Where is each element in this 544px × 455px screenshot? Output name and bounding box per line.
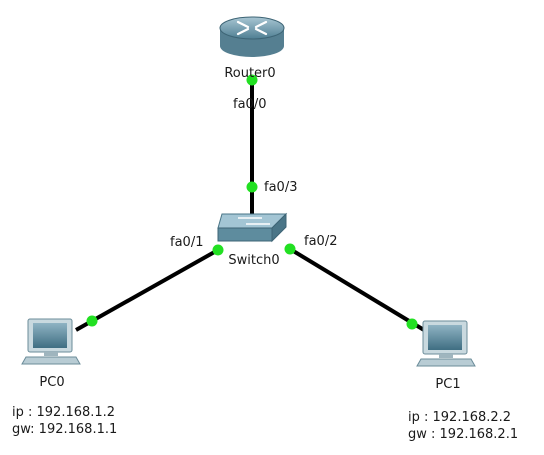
link-switch-pc0[interactable] [75, 248, 219, 332]
pc1-ip: ip : 192.168.2.2 [408, 410, 512, 425]
port-label-switch-fa0-3: fa0/3 [264, 180, 297, 195]
link-status-pc1 [406, 318, 418, 330]
link-status-router-fa0-0 [246, 74, 258, 86]
port-label-switch-fa0-1: fa0/1 [170, 235, 203, 250]
pc0-address-info: ip : 192.168.1.2 gw: 192.168.1.1 [12, 404, 117, 438]
port-label-switch-fa0-2: fa0/2 [304, 234, 337, 249]
router-label: Router0 [224, 66, 275, 81]
pc1-address-info: ip : 192.168.2.2 gw : 192.168.2.1 [408, 409, 518, 443]
link-status-switch-fa0-2 [284, 243, 296, 255]
pc1-label: PC1 [435, 377, 460, 392]
switch-label: Switch0 [228, 253, 279, 268]
pc1-gateway: gw : 192.168.2.1 [408, 427, 519, 442]
pc0-label: PC0 [39, 375, 64, 390]
link-status-switch-fa0-1 [212, 244, 224, 256]
router-icon[interactable] [219, 16, 285, 57]
pc0-ip: ip : 192.168.1.2 [12, 405, 116, 420]
link-switch-pc1[interactable] [288, 247, 426, 332]
switch-icon[interactable] [217, 212, 288, 243]
port-label-router-fa0-0: fa0/0 [233, 97, 266, 112]
link-status-switch-fa0-3 [246, 181, 258, 193]
link-status-pc0 [86, 315, 98, 327]
pc0-icon[interactable] [21, 318, 81, 365]
pc0-gateway: gw: 192.168.1.1 [12, 422, 118, 437]
pc1-icon[interactable] [416, 320, 476, 367]
